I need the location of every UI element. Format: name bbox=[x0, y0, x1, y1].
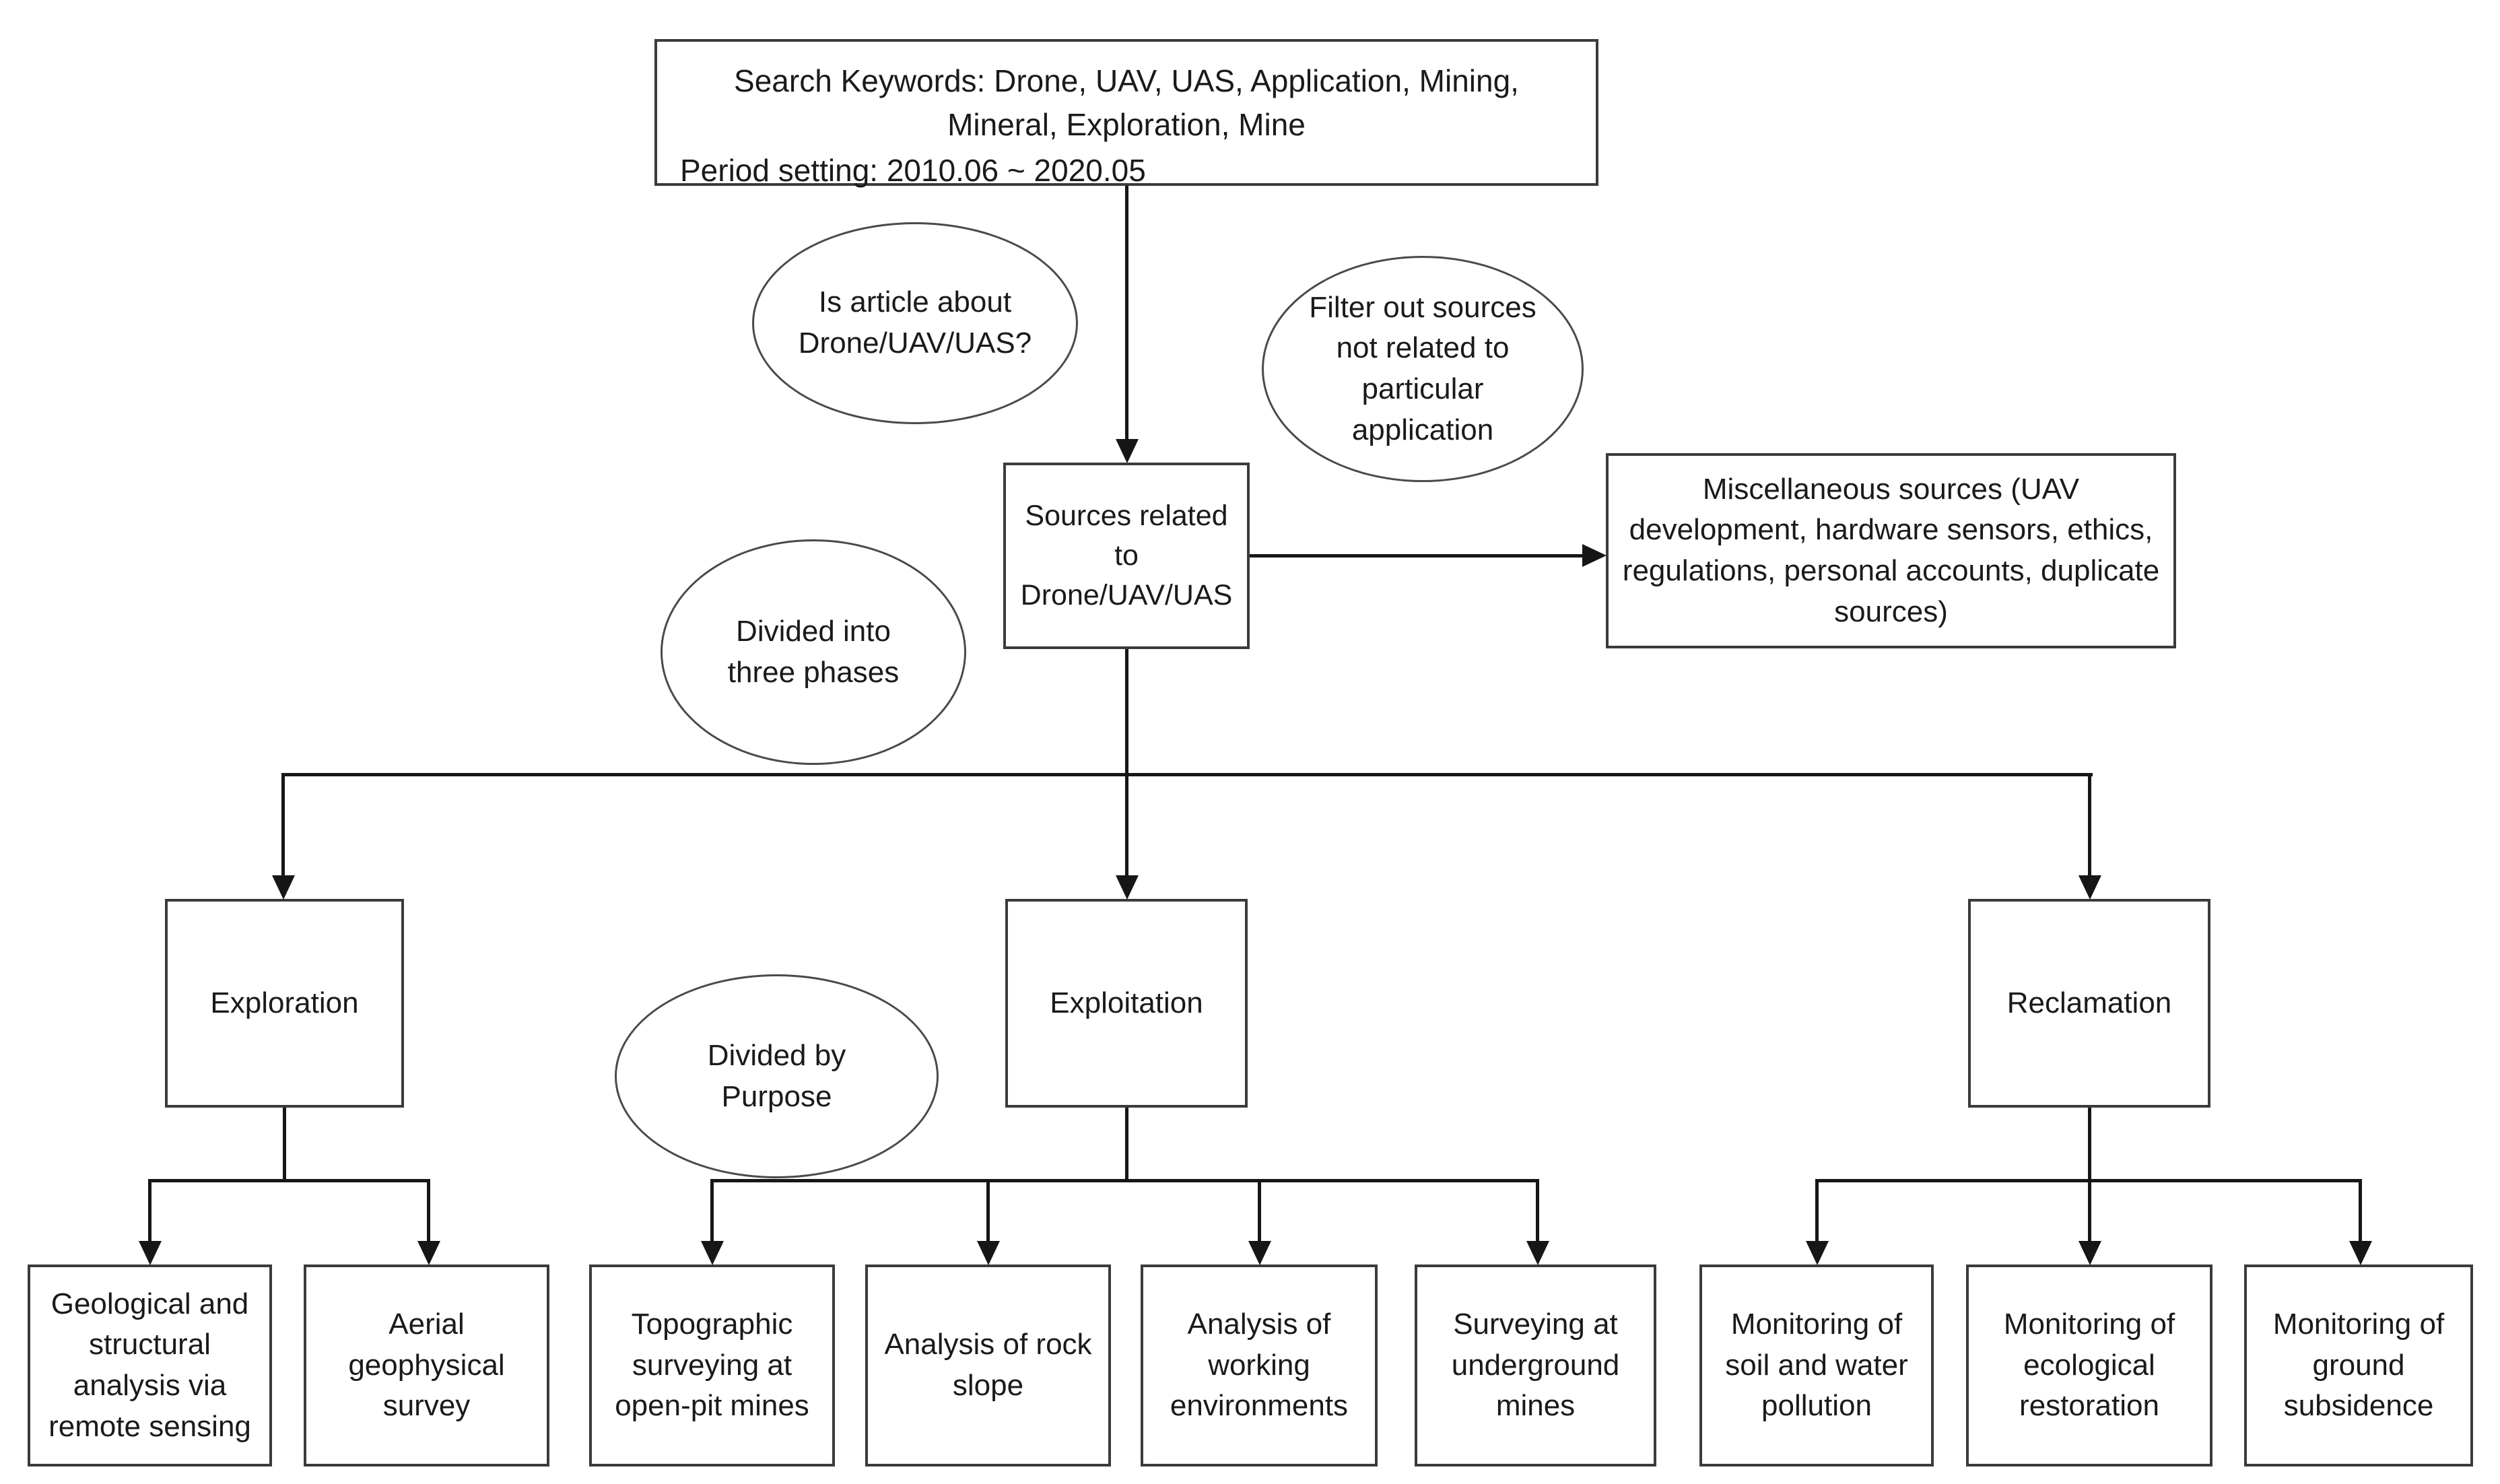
child-box-label: Analysis of working environments bbox=[1170, 1307, 1349, 1423]
drop-to-child-5-head bbox=[1526, 1241, 1549, 1265]
drop-to-child-0-head bbox=[139, 1241, 162, 1265]
period-setting-text: Period setting: 2010.06 ~ 2020.05 bbox=[680, 152, 1146, 188]
miscellaneous-sources-box: Miscellaneous sources (UAV development, … bbox=[1606, 453, 2176, 648]
drop-to-exploitation-head bbox=[1116, 875, 1139, 900]
exploitation-split-line bbox=[710, 1179, 1539, 1182]
child-box-label: Geological and structural analysis via r… bbox=[48, 1287, 251, 1443]
phase-box-exploitation: Exploitation bbox=[1005, 899, 1248, 1108]
child-box-rock-slope-analysis: Analysis of rock slope bbox=[865, 1264, 1111, 1466]
phase-exploitation-text: Exploitation bbox=[1050, 986, 1203, 1019]
search-criteria-text: Search Keywords: Drone, UAV, UAS, Applic… bbox=[657, 42, 1596, 193]
drop-to-child-6-line bbox=[1815, 1179, 1819, 1243]
child-box-ecological-restoration: Monitoring of ecological restoration bbox=[1966, 1264, 2212, 1466]
child-box-working-environments: Analysis of working environments bbox=[1141, 1264, 1378, 1466]
phase-exploration-text: Exploration bbox=[210, 986, 359, 1019]
child-box-label: Monitoring of soil and water pollution bbox=[1725, 1307, 1908, 1423]
arrow-search-to-sources-line bbox=[1125, 186, 1128, 440]
exploitation-down-line bbox=[1125, 1108, 1128, 1182]
drop-to-reclamation-head bbox=[2079, 875, 2101, 900]
is-article-ellipse: Is article about Drone/UAV/UAS? bbox=[752, 222, 1078, 424]
drop-to-child-0-line bbox=[148, 1179, 151, 1243]
child-box-label: Monitoring of ground subsidence bbox=[2272, 1307, 2445, 1423]
filter-sources-ellipse-text: Filter out sources not related to partic… bbox=[1309, 290, 1536, 446]
divided-by-purpose-text: Divided by Purpose bbox=[707, 1038, 846, 1113]
drop-to-exploration-line bbox=[281, 773, 285, 877]
phase-reclamation-text: Reclamation bbox=[2006, 986, 2172, 1019]
arrow-search-to-sources-head bbox=[1116, 439, 1139, 463]
sources-to-split-line bbox=[1125, 649, 1128, 877]
child-box-label: Monitoring of ecological restoration bbox=[2003, 1307, 2175, 1423]
child-box-soil-water-pollution: Monitoring of soil and water pollution bbox=[1699, 1264, 1934, 1466]
reclamation-down-line bbox=[2088, 1108, 2091, 1182]
drop-to-child-7-head bbox=[2079, 1241, 2101, 1265]
child-box-underground-surveying: Surveying at underground mines bbox=[1415, 1264, 1656, 1466]
drop-to-exploration-head bbox=[272, 875, 295, 900]
arrow-sources-to-misc-line bbox=[1250, 554, 1584, 558]
search-keywords-text: Search Keywords: Drone, UAV, UAS, Applic… bbox=[734, 63, 1519, 143]
drop-to-child-8-line bbox=[2359, 1179, 2362, 1243]
search-criteria-box: Search Keywords: Drone, UAV, UAS, Applic… bbox=[654, 39, 1598, 188]
drop-to-child-3-head bbox=[977, 1241, 1000, 1265]
phase-box-exploration: Exploration bbox=[165, 899, 404, 1108]
three-phase-split-line bbox=[283, 773, 2093, 776]
is-article-ellipse-text: Is article about Drone/UAV/UAS? bbox=[798, 285, 1032, 360]
drop-to-child-8-head bbox=[2349, 1241, 2372, 1265]
drop-to-child-2-head bbox=[701, 1241, 724, 1265]
child-box-aerial-geophysical-survey: Aerial geophysical survey bbox=[304, 1264, 549, 1466]
drop-to-reclamation-line bbox=[2088, 773, 2091, 877]
sources-related-box: Sources related to Drone/UAV/UAS bbox=[1003, 463, 1250, 649]
divided-three-phases-ellipse: Divided into three phases bbox=[661, 539, 966, 765]
child-box-ground-subsidence: Monitoring of ground subsidence bbox=[2244, 1264, 2473, 1466]
drop-to-child-2-line bbox=[710, 1179, 714, 1243]
drop-to-child-7-line bbox=[2088, 1179, 2091, 1243]
child-box-label: Aerial geophysical survey bbox=[348, 1307, 505, 1423]
child-box-label: Analysis of rock slope bbox=[884, 1328, 1092, 1402]
child-box-topographic-surveying: Topographic surveying at open-pit mines bbox=[589, 1264, 835, 1466]
exploration-down-line bbox=[283, 1108, 286, 1182]
drop-to-child-4-line bbox=[1258, 1179, 1261, 1243]
child-box-label: Surveying at underground mines bbox=[1451, 1307, 1620, 1423]
drop-to-child-5-line bbox=[1536, 1179, 1539, 1243]
drop-to-child-6-head bbox=[1806, 1241, 1829, 1265]
miscellaneous-sources-text: Miscellaneous sources (UAV development, … bbox=[1622, 472, 2160, 628]
divided-three-phases-text: Divided into three phases bbox=[727, 614, 900, 689]
phase-box-reclamation: Reclamation bbox=[1968, 899, 2210, 1108]
filter-sources-ellipse: Filter out sources not related to partic… bbox=[1262, 256, 1584, 482]
drop-to-child-1-head bbox=[417, 1241, 440, 1265]
drop-to-child-4-head bbox=[1248, 1241, 1271, 1265]
divided-by-purpose-ellipse: Divided by Purpose bbox=[615, 974, 939, 1178]
drop-to-child-1-line bbox=[427, 1179, 430, 1243]
drop-to-child-3-line bbox=[986, 1179, 990, 1243]
child-box-label: Topographic surveying at open-pit mines bbox=[615, 1307, 809, 1423]
exploration-split-line bbox=[148, 1179, 430, 1182]
arrow-sources-to-misc-head bbox=[1582, 544, 1607, 567]
sources-related-text: Sources related to Drone/UAV/UAS bbox=[1020, 499, 1233, 612]
child-box-geological-structural-analysis: Geological and structural analysis via r… bbox=[28, 1264, 272, 1466]
